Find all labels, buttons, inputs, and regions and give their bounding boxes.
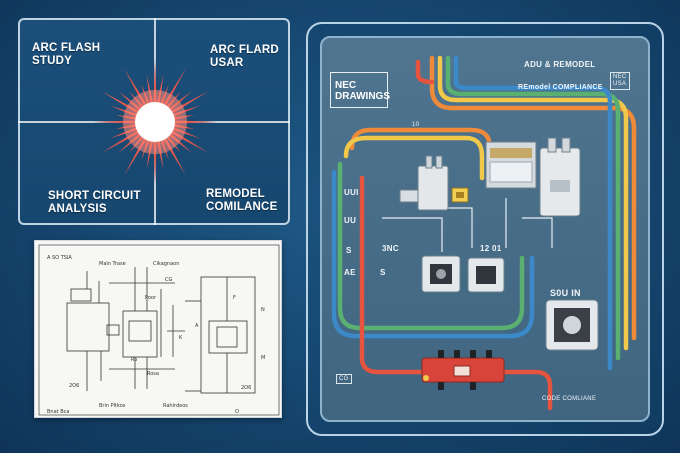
left-code-3: S — [346, 246, 352, 255]
schematic-drawing: A SO TSIA Main Trase Cikagnaon Poor CG A… — [38, 244, 280, 416]
schematic-label-power: Poor — [145, 295, 157, 301]
schematic-header-mid: Main Trase — [99, 261, 126, 267]
wire-red — [359, 175, 425, 375]
schematic-label-cg: CG — [165, 277, 172, 283]
code-compliance-label: CODE COMLIANE — [542, 396, 597, 402]
arc-flash-core — [135, 102, 175, 142]
label-remodel-comilance: REMODEL COMILANCE — [206, 188, 278, 213]
wire-blue-lower — [331, 169, 535, 339]
schematic-label-bus-right: Rahlrdeos — [163, 403, 188, 409]
outlet-right-icon — [545, 299, 599, 351]
schematic-label-bus-left: Brin Pltkos — [99, 403, 126, 409]
wire-yellow — [437, 55, 629, 351]
wire-red-top — [415, 59, 435, 85]
busbar-red-icon — [421, 350, 505, 390]
wire-blue — [453, 55, 613, 371]
wire-red-right — [499, 369, 553, 411]
mid-label-12-01: 12 01 — [480, 244, 502, 253]
schematic-header-left: A SO TSIA — [47, 255, 72, 261]
schematic-label-a: A — [195, 323, 199, 329]
remodel-compliance-label: REmodel COMPLIANCE — [518, 84, 603, 91]
schematic-label-rosa: Rosa — [147, 371, 159, 377]
arc-flash-graphic — [18, 18, 290, 225]
wiring-board: NEC DRAWINGS ADU & REMODEL NEC USA REmod… — [320, 36, 650, 422]
schematic-label-k: K — [179, 335, 183, 341]
schematic-label-206-right: 2O6 — [241, 385, 251, 391]
nec-usa-corner-box: NEC USA — [610, 72, 630, 90]
schematic-header-right: Cikagnaon — [153, 261, 179, 267]
indicator-dot — [423, 375, 429, 381]
arc-flash-panel: ARC FLASH STUDY ARC FLARD USAR SHORT CIR… — [18, 18, 290, 225]
wire-green — [445, 55, 621, 361]
mid-label-3nc: 3NC — [382, 244, 399, 253]
schematic-footer-left: Bnat Bca — [47, 409, 69, 415]
schematic-label-ro: Ro — [131, 357, 137, 363]
switch-left-icon — [421, 255, 461, 293]
wire-yellow-lower — [343, 135, 485, 181]
switch-mid-icon — [467, 257, 505, 293]
relay-yellow-icon — [451, 187, 469, 203]
wire-green-lower — [337, 161, 525, 331]
schematic-label-m: M — [261, 355, 265, 361]
contactor-right-icon — [539, 137, 581, 217]
schematic-drawing-panel: A SO TSIA Main Trase Cikagnaon Poor CG A… — [34, 240, 282, 418]
bottom-left-cg-label: CG — [336, 374, 352, 384]
schematic-label-206-left: 2O6 — [69, 383, 79, 389]
nec-drawings-label: NEC DRAWINGS — [330, 72, 390, 108]
schematic-label-f: F — [233, 295, 236, 301]
adu-remodel-title: ADU & REMODEL — [524, 60, 596, 69]
mid-label-s: S — [380, 268, 386, 277]
wiring-diagram — [331, 55, 637, 411]
schematic-label-0: O — [235, 409, 239, 415]
left-code-1: UUI — [344, 188, 359, 197]
wiring-board-frame: NEC DRAWINGS ADU & REMODEL NEC USA REmod… — [306, 22, 664, 436]
left-code-4: AE — [344, 268, 356, 277]
label-arc-flard-usar: ARC FLARD USAR — [210, 44, 279, 69]
schematic-label-n: N — [261, 307, 265, 313]
terminal-block-icon — [485, 141, 537, 189]
breaker-left-icon — [399, 155, 449, 211]
left-code-2: UU — [344, 216, 357, 225]
label-arc-flash-study: ARC FLASH STUDY — [32, 42, 101, 67]
right-label-sou-in: S0U IN — [550, 288, 581, 298]
wire-orange — [429, 55, 637, 341]
small-value-label: 10 — [412, 122, 420, 128]
label-short-circuit-analysis: SHORT CIRCUIT ANALYSIS — [48, 190, 141, 215]
